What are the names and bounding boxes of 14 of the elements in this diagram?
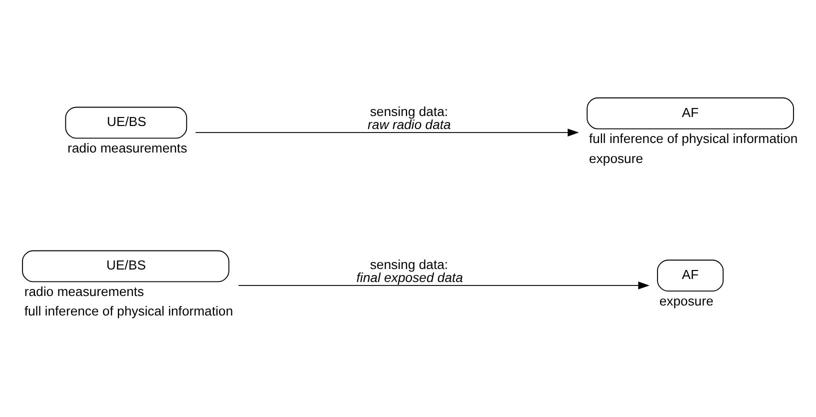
node-label: exposure — [589, 150, 644, 166]
node-label: full inference of physical information — [589, 130, 798, 146]
node-label: exposure — [659, 292, 714, 308]
node-label: radio measurements — [24, 283, 144, 298]
edge-label: sensing data: raw radio data — [368, 103, 451, 132]
node-label: full inference of physical information — [24, 303, 234, 318]
node-box: AF — [586, 96, 794, 129]
arrow — [195, 128, 579, 136]
edge-label: sensing data: final exposed data — [356, 256, 463, 284]
node-label: radio measurements — [68, 140, 188, 155]
node-box: AF — [657, 259, 724, 292]
node-box: UE/BS — [22, 250, 230, 282]
node-box: UE/BS — [65, 106, 188, 138]
arrow — [238, 281, 650, 289]
